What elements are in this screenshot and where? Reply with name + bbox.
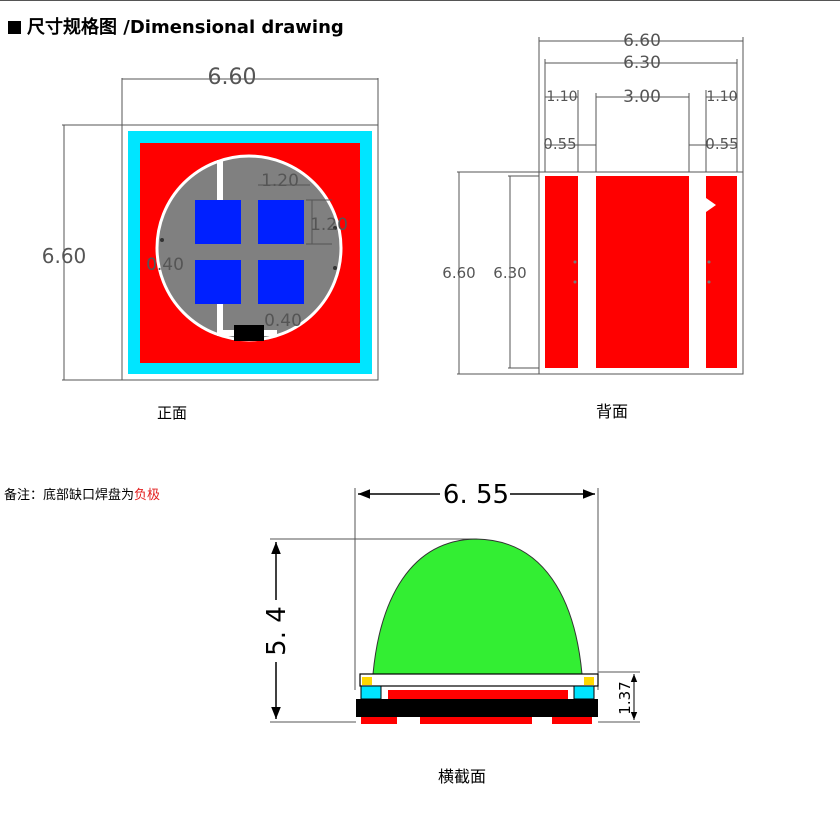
bullet-square-icon: [8, 21, 21, 34]
pad-size-label: 1.20: [261, 171, 299, 191]
side-caption: 横截面: [438, 767, 486, 786]
base-height-label: 1.37: [616, 681, 634, 714]
back-width-outer-label: 6.60: [623, 31, 661, 51]
note-prefix: 备注：底部缺口焊盘为: [4, 488, 135, 503]
black-base: [356, 699, 598, 717]
dot: [573, 280, 577, 284]
dot: [160, 238, 164, 242]
trace-top: [217, 160, 223, 202]
chip-top-left: [195, 200, 241, 244]
cathode-notch-icon: [706, 198, 716, 212]
side-width-label: 6. 55: [443, 480, 509, 510]
right-yellow-contact: [584, 677, 594, 685]
center-pad-label: 3.00: [623, 87, 661, 107]
top-layer: [359, 673, 599, 687]
front-caption: 正面: [157, 404, 187, 422]
right-cyan-contact: [573, 685, 595, 700]
bottom-pad-center: [420, 717, 532, 724]
dot: [333, 226, 337, 230]
chip-top-right: [258, 200, 304, 244]
right-pad-label: 1.10: [706, 89, 737, 105]
gap-h-label: 0.40: [146, 255, 184, 275]
back-height-outer-label: 6.60: [442, 264, 475, 282]
note: 备注：底部缺口焊盘为负极: [4, 484, 160, 503]
die-circle: [155, 154, 343, 342]
dot: [707, 280, 711, 284]
back-height-inner-label: 6.30: [493, 264, 526, 282]
front-width-label: 6.60: [208, 65, 257, 90]
dot: [333, 266, 337, 270]
bottom-pad-left: [361, 717, 397, 724]
front-height-label: 6.60: [42, 244, 87, 268]
top-rule: [0, 0, 840, 1]
red-layer: [388, 690, 568, 699]
note-highlight: 负极: [134, 488, 161, 503]
front-view: 6.60 6.60 1.20 1.20 0.40 0.40: [42, 65, 379, 381]
pad-size-v-label: 1.20: [310, 215, 348, 235]
side-height-label: 5. 4: [262, 606, 292, 656]
bottom-pad-right: [552, 717, 592, 724]
back-view: 6.60 6.30 1.10 3.00 1.10 0.55 0.55 6.60 …: [442, 31, 744, 375]
chip-bottom-right: [258, 260, 304, 304]
lens-dome: [372, 538, 583, 675]
dot: [573, 260, 577, 264]
back-left-pad: [545, 176, 578, 368]
chip-bottom-left: [195, 260, 241, 304]
left-gap-label: 0.55: [543, 135, 576, 153]
left-cyan-contact: [360, 685, 382, 700]
page-title-text: 尺寸规格图 /Dimensional drawing: [27, 17, 344, 38]
back-center-pad: [596, 176, 689, 368]
back-width-inner-label: 6.30: [623, 53, 661, 73]
cathode-mark: [234, 325, 264, 341]
trace-bottom: [217, 304, 223, 336]
side-view: 6. 55 5. 4 1.37: [262, 480, 640, 724]
page-title: 尺寸规格图 /Dimensional drawing: [8, 13, 344, 39]
back-caption: 背面: [596, 402, 628, 421]
right-gap-label: 0.55: [705, 135, 738, 153]
left-pad-label: 1.10: [546, 89, 577, 105]
left-yellow-contact: [362, 677, 372, 685]
gap-v-label: 0.40: [264, 311, 302, 331]
dot: [707, 260, 711, 264]
